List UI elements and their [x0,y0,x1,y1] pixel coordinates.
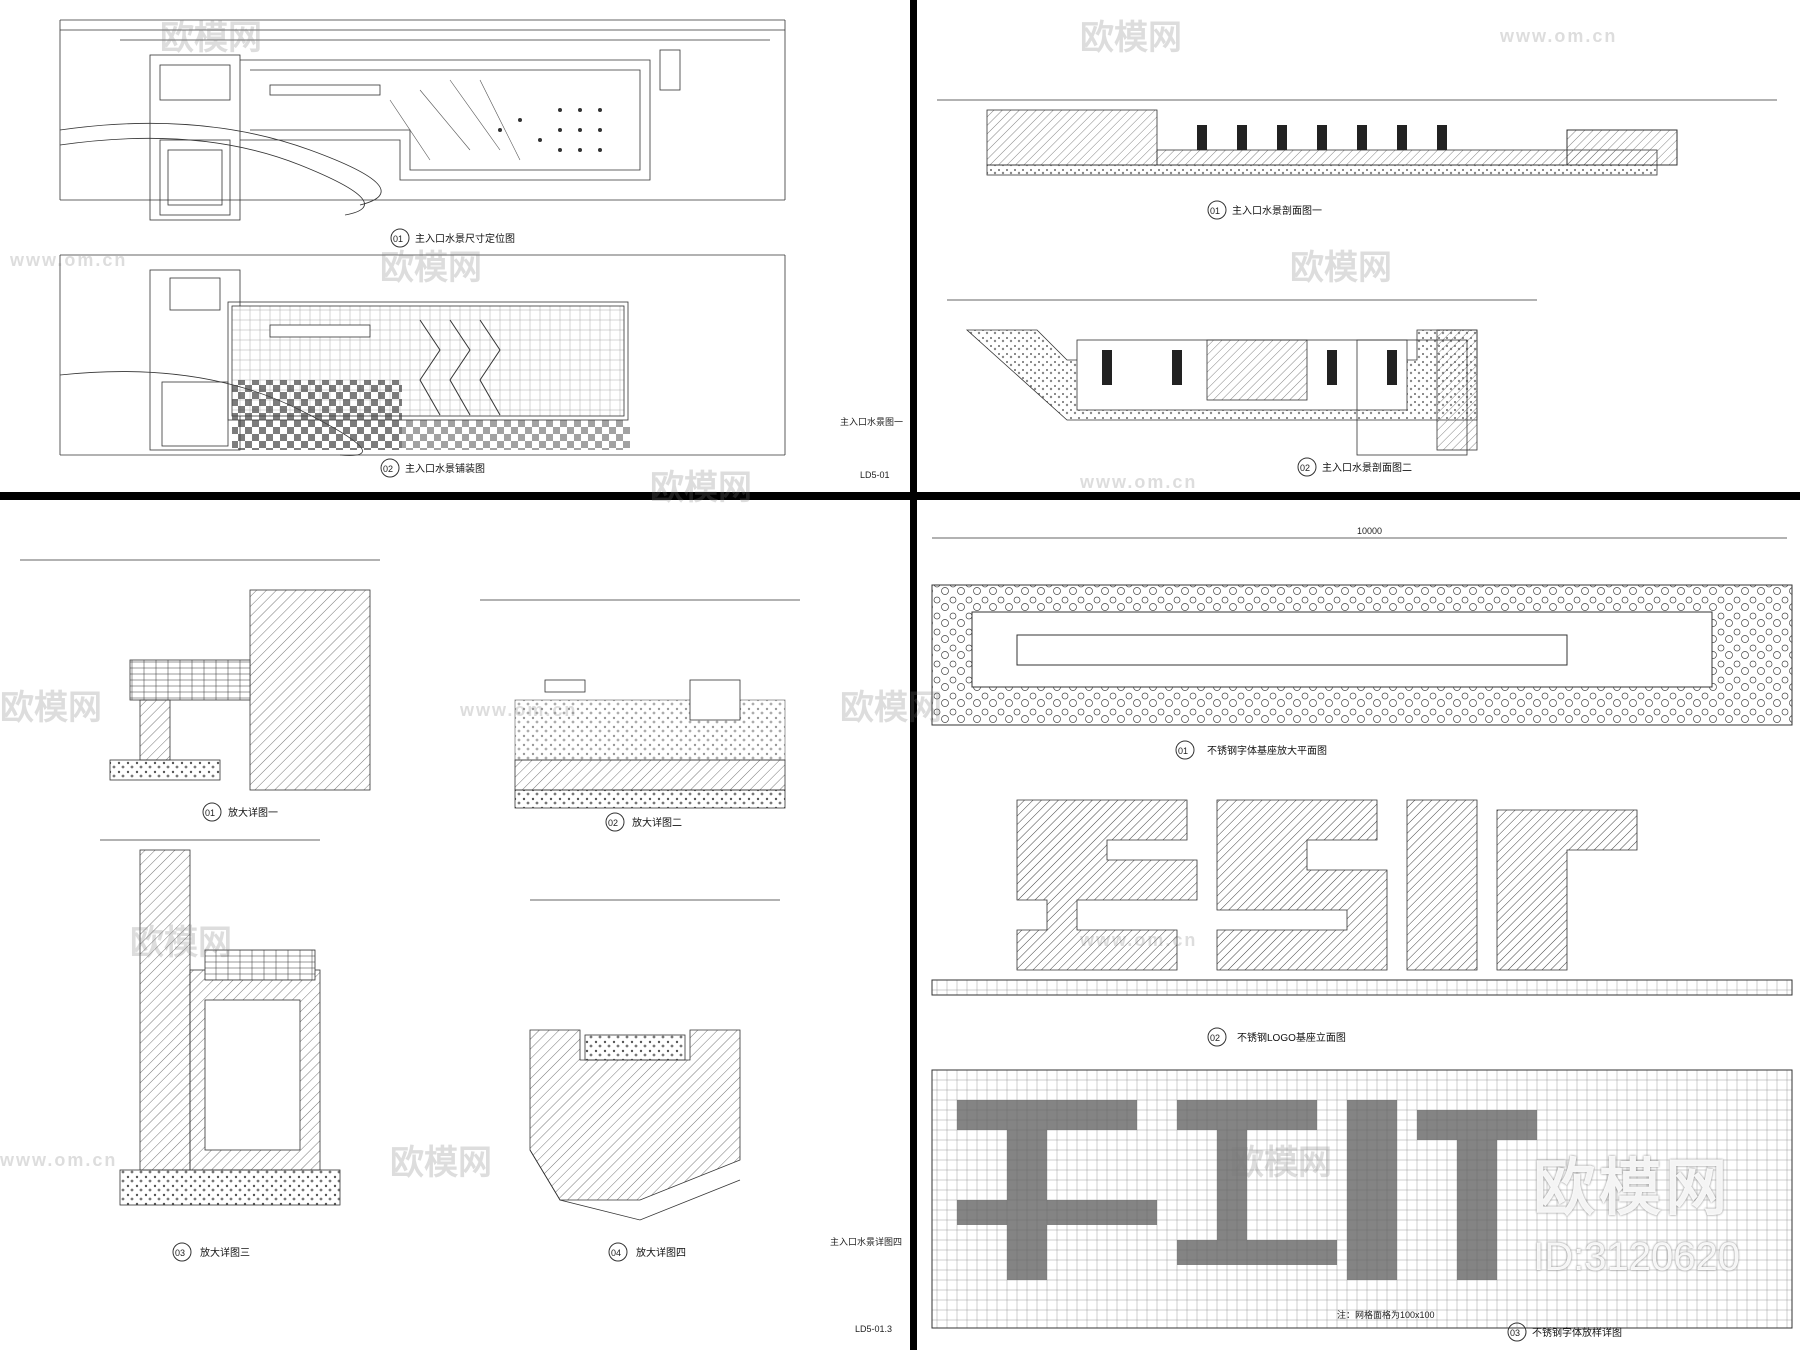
sheet-name: 主入口水景图一 [840,416,903,427]
overall-dimension: 10000 [1357,526,1382,536]
detail-1-number: 01 [205,808,215,818]
section-one-title: 主入口水景剖面图一 [1232,204,1322,217]
detail-2-number: 02 [608,818,618,828]
grid-note: 注：网格面格为100x100 [1337,1309,1435,1320]
sheet-code: LD5-01 [860,470,890,480]
brand-id: ID:3120620 [1533,1235,1740,1279]
detail-2-title: 放大详图二 [632,816,682,829]
detail-1-title: 放大详图一 [228,806,278,819]
section-one-number: 01 [1210,206,1220,216]
section-two-title: 主入口水景剖面图二 [1322,461,1412,474]
plan-drawing: 01 主入口水景尺寸定位图 [59,19,903,480]
detail-4-number: 04 [611,1248,621,1258]
top-plan-title: 主入口水景尺寸定位图 [415,232,515,245]
detail-4-title: 放大详图四 [636,1246,686,1259]
plan-title: 不锈钢字体基座放大平面图 [1207,744,1327,757]
top-plan-number: 01 [393,234,403,244]
elevation-title: 不锈钢LOGO基座立面图 [1237,1031,1346,1044]
grid-title: 不锈钢字体放样详图 [1532,1326,1622,1339]
bottom-plan-title: 主入口水景铺装图 [405,462,485,475]
detail-3-number: 03 [175,1248,185,1258]
plan-number: 01 [1178,746,1188,756]
detail-drawings: 01 放大详图一 02 放大详图二 03 放大详图三 [20,559,902,1334]
section-two-number: 02 [1300,463,1310,473]
sheet-water-feature-plan: 01 主入口水景尺寸定位图 [0,0,910,492]
elevation-number: 02 [1210,1033,1220,1043]
sheet-water-feature-sections: 01 主入口水景剖面图一 02 主入口水景剖面图二 [917,0,1800,492]
sheet-enlarged-details: 01 放大详图一 02 放大详图二 03 放大详图三 [0,500,910,1350]
detail-3-title: 放大详图三 [200,1246,250,1259]
bottom-plan-number: 02 [383,464,393,474]
logo-drawing: 10000 01 不锈钢字体基座放大平面图 02 不锈钢LOGO基座立面图 [931,526,1793,1342]
sheet-steel-logo: 10000 01 不锈钢字体基座放大平面图 02 不锈钢LOGO基座立面图 [917,500,1800,1350]
detail-sheet-name: 主入口水景详图四 [830,1236,902,1247]
detail-sheet-code: LD5-01.3 [855,1324,892,1334]
brand-stamp: 欧模网 ID:3120620 [1533,1137,1740,1280]
section-drawing: 01 主入口水景剖面图一 02 主入口水景剖面图二 [937,99,1777,477]
brand-name: 欧模网 [1533,1154,1732,1223]
grid-number: 03 [1510,1328,1520,1338]
